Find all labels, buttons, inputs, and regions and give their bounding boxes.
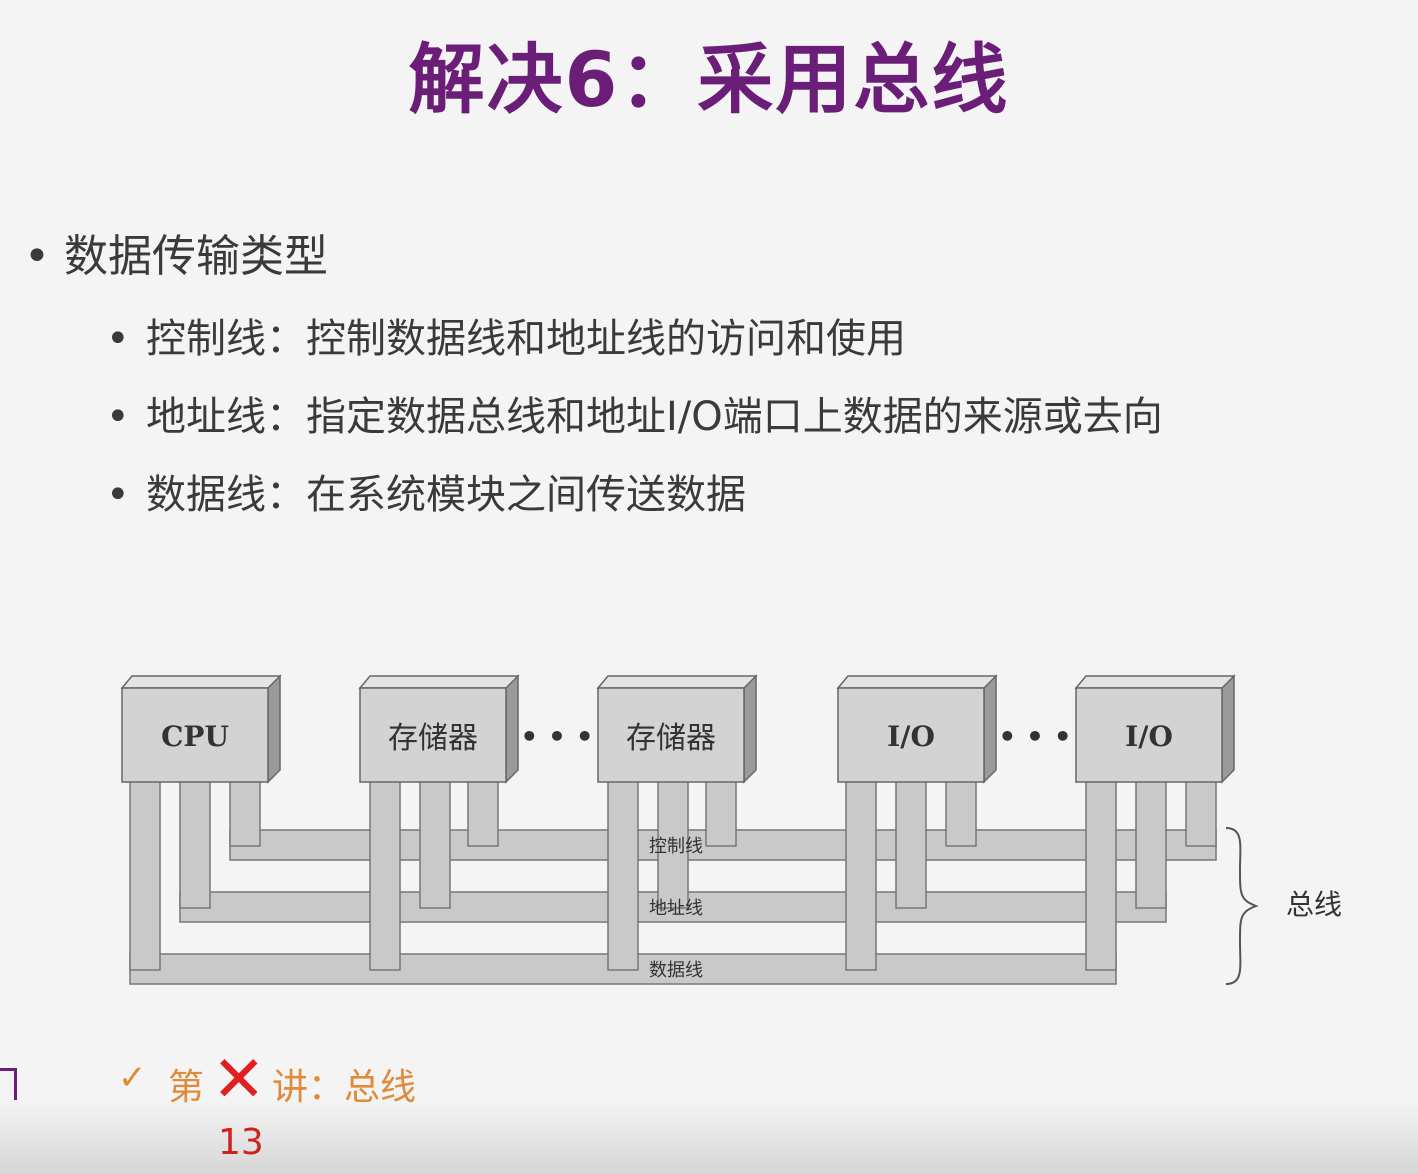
bullet-desc: 在系统模块之间传送数据 bbox=[306, 472, 746, 518]
footer-note: 第 讲：总线 bbox=[168, 1058, 416, 1110]
io-module-2: I/O bbox=[1074, 674, 1236, 784]
io1-data-connector bbox=[845, 779, 877, 971]
cross-mark-icon: ✕ bbox=[212, 1043, 266, 1117]
cpu-label: CPU bbox=[161, 720, 229, 753]
io2-address-connector bbox=[1135, 779, 1167, 909]
bullet-dot-icon: • bbox=[24, 231, 50, 282]
io2-label: I/O bbox=[1125, 720, 1173, 753]
bullet-data-line: • 数据线：在系统模块之间传送数据 bbox=[106, 462, 746, 520]
io1-address-connector bbox=[895, 779, 927, 909]
bullet-term: 控制线： bbox=[146, 316, 306, 362]
bus-diagram: CPU 存储器 存储器 I/O I/O • • • • • • bbox=[120, 674, 1342, 985]
cpu-address-connector bbox=[179, 779, 211, 909]
bullet-desc: 控制数据线和地址线的访问和使用 bbox=[306, 316, 906, 362]
io1-control-connector bbox=[945, 779, 977, 847]
data-line-label: 数据线 bbox=[649, 960, 703, 981]
bullet-control-line: • 控制线：控制数据线和地址线的访问和使用 bbox=[106, 306, 906, 364]
memory-module-2: 存储器 bbox=[596, 674, 758, 784]
slide-title: 解决6：采用总线 bbox=[408, 35, 1010, 124]
bullet-term: 数据线： bbox=[146, 472, 306, 518]
memory1-address-connector bbox=[419, 779, 451, 909]
bullet-main-text: 数据传输类型 bbox=[64, 231, 328, 282]
ellipsis-memory: • • • bbox=[520, 720, 593, 753]
address-line-label: 地址线 bbox=[649, 898, 703, 919]
io2-control-connector bbox=[1185, 779, 1217, 847]
cpu-data-connector bbox=[129, 779, 161, 971]
io1-label: I/O bbox=[887, 720, 935, 753]
io-module-1: I/O bbox=[836, 674, 998, 784]
bullet-term: 地址线： bbox=[146, 394, 306, 440]
memory1-control-connector bbox=[467, 779, 499, 847]
bullet-dot-icon: • bbox=[106, 394, 130, 440]
check-icon: ✓ bbox=[118, 1058, 147, 1098]
correction-number: 13 bbox=[218, 1122, 264, 1163]
memory2-control-connector bbox=[705, 779, 737, 847]
bullet-main: • 数据传输类型 bbox=[24, 220, 328, 284]
bus-brace-icon bbox=[1225, 827, 1259, 985]
bus-brace-label: 总线 bbox=[1286, 888, 1342, 921]
footer-note-suffix: 讲：总线 bbox=[272, 1067, 417, 1108]
bottom-shadow bbox=[0, 1100, 1418, 1174]
cpu-module: CPU bbox=[120, 674, 282, 784]
memory2-label: 存储器 bbox=[626, 721, 716, 756]
memory-module-1: 存储器 bbox=[358, 674, 520, 784]
cpu-control-connector bbox=[229, 779, 261, 847]
bullet-address-line: • 地址线：指定数据总线和地址I/O端口上数据的来源或去向 bbox=[106, 384, 1163, 442]
footer-note-prefix: 第 bbox=[168, 1067, 205, 1108]
bullet-dot-icon: • bbox=[106, 316, 130, 362]
io2-data-connector bbox=[1085, 779, 1117, 971]
bullet-dot-icon: • bbox=[106, 472, 130, 518]
memory1-label: 存储器 bbox=[388, 721, 478, 756]
control-line-label: 控制线 bbox=[649, 836, 703, 857]
memory2-data-connector bbox=[607, 779, 639, 971]
memory1-data-connector bbox=[369, 779, 401, 971]
bullet-desc: 指定数据总线和地址I/O端口上数据的来源或去向 bbox=[306, 394, 1163, 440]
ellipsis-io: • • • bbox=[998, 720, 1071, 753]
